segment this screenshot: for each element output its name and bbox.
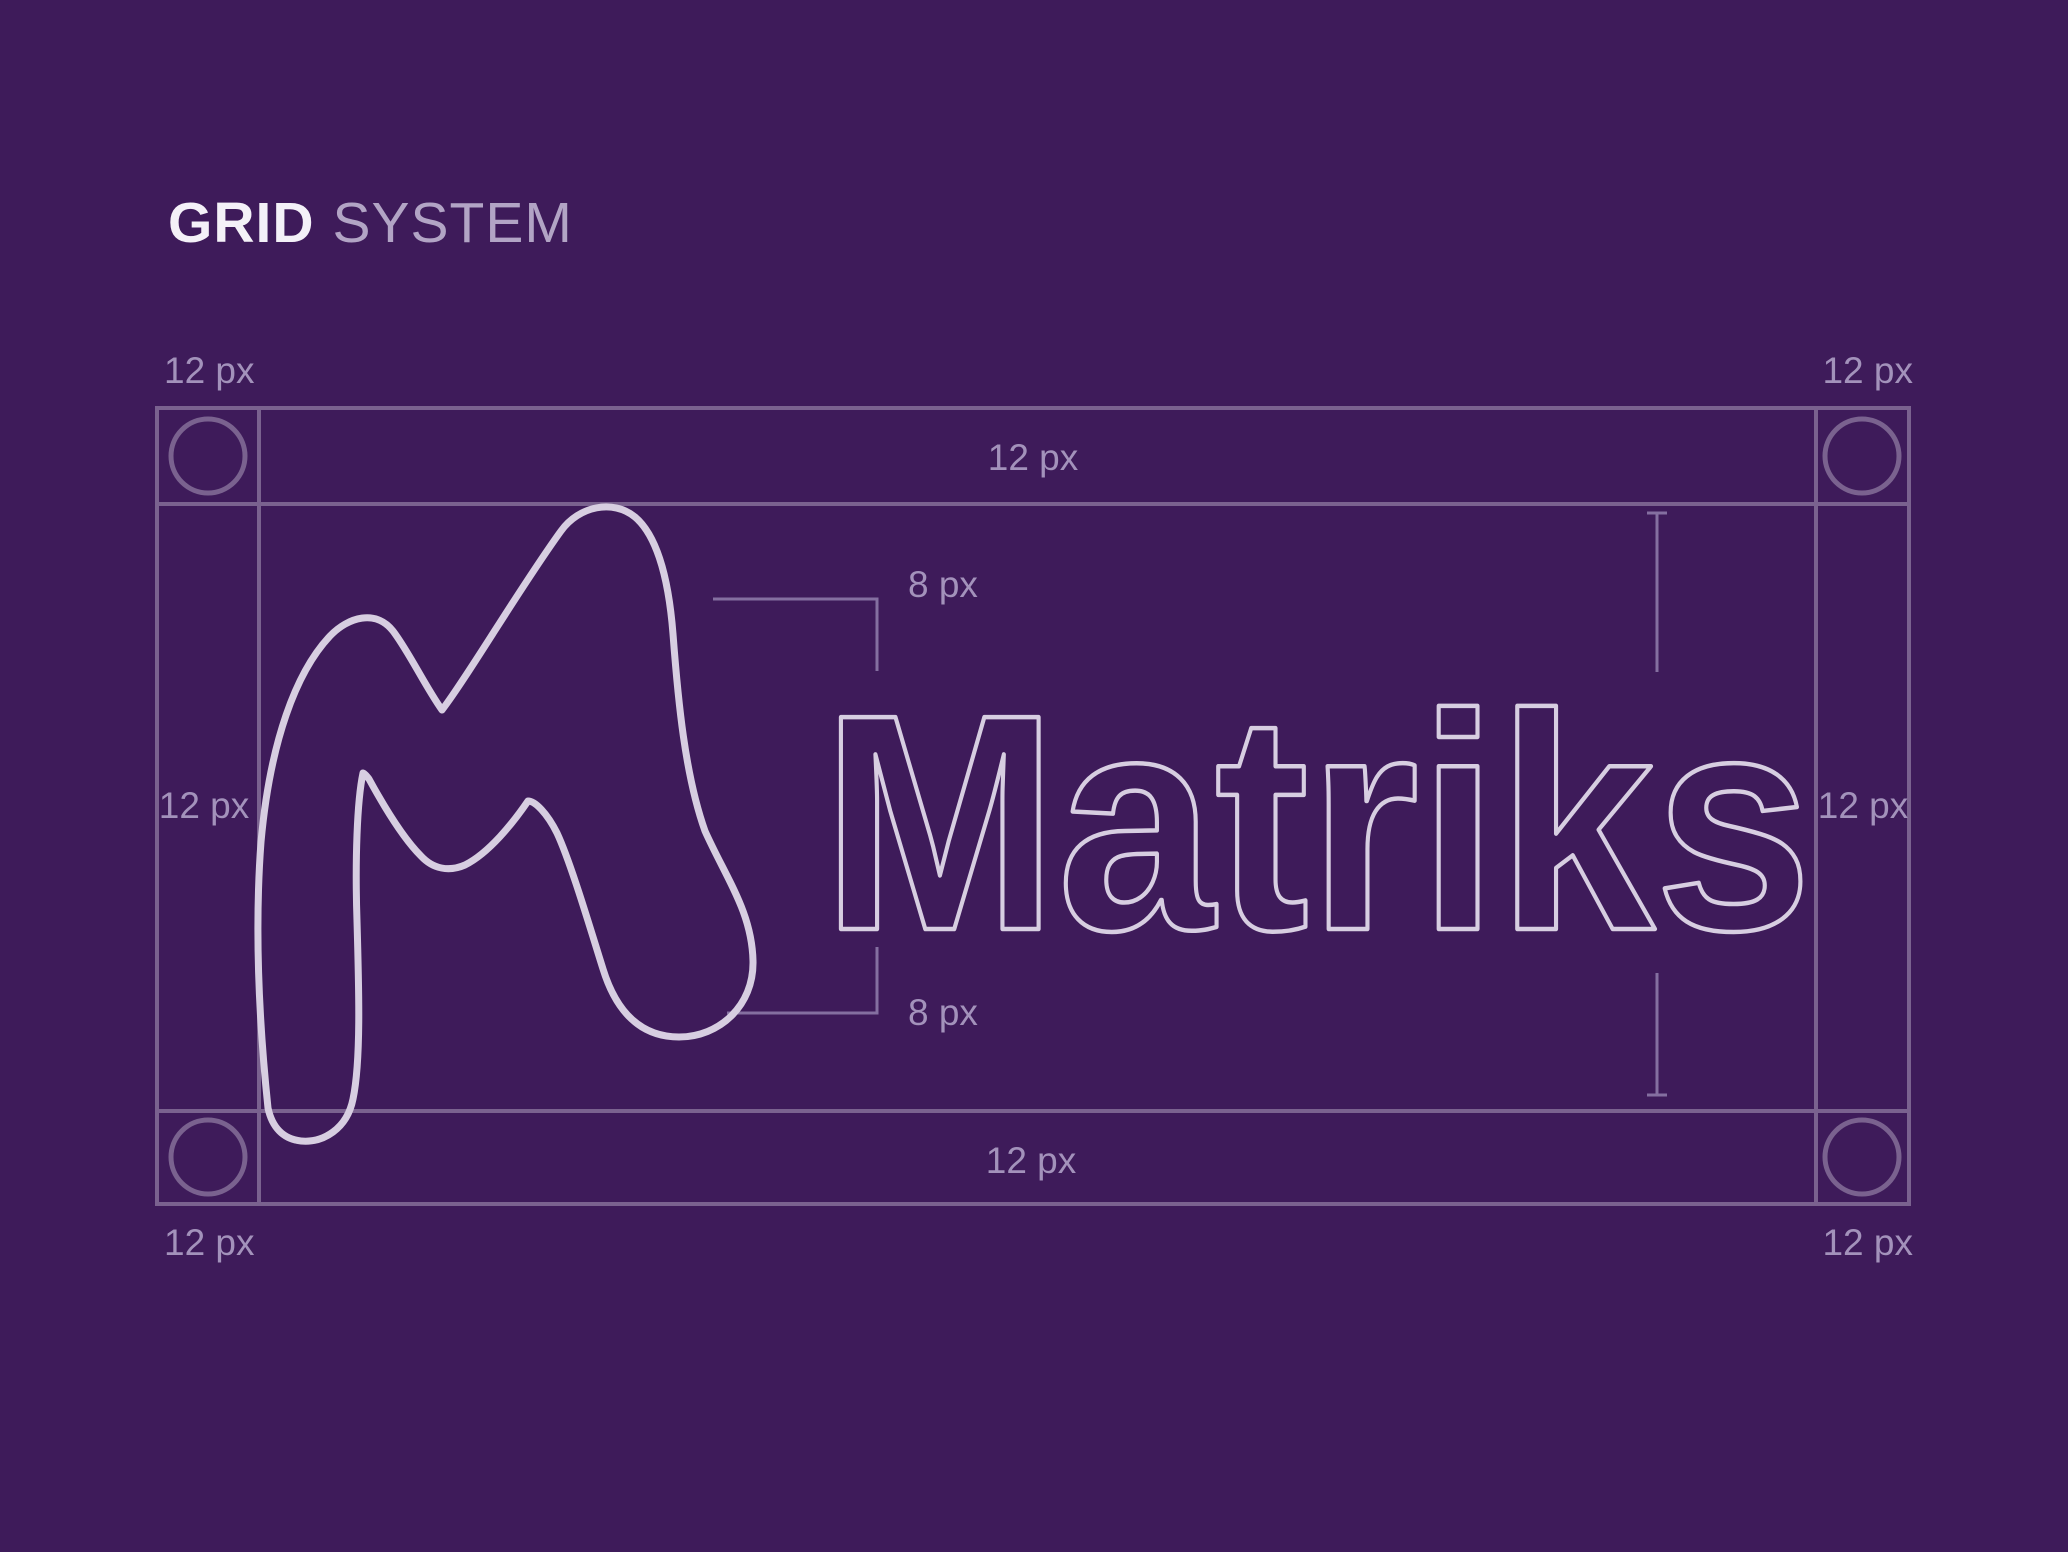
page-title-secondary: SYSTEM	[332, 191, 573, 256]
margin-label-top-right: 12 px	[1822, 350, 1913, 391]
corner-circle-top-left	[168, 416, 248, 496]
logo-wordmark: Matriks	[822, 651, 1812, 995]
height-dimension-line	[1647, 511, 1667, 1097]
corner-circle-bottom-right	[1822, 1117, 1902, 1197]
corner-circle-top-right	[1822, 416, 1902, 496]
margin-label-top-left: 12 px	[164, 350, 255, 391]
margin-label-bottom-left: 12 px	[164, 1222, 255, 1263]
corner-circle-bottom-left	[168, 1117, 248, 1197]
gap-bracket-bottom	[727, 947, 879, 1015]
margin-label-top-center: 12 px	[987, 437, 1079, 478]
gap-label-bottom: 8 px	[908, 992, 978, 1033]
margin-label-right: 12 px	[1817, 785, 1909, 826]
gap-label-top: 8 px	[908, 564, 978, 605]
gap-bracket-top	[713, 597, 879, 671]
matriks-m-logomark	[254, 503, 757, 1145]
grid-frame	[155, 406, 1911, 1206]
page-title-primary: GRID	[168, 191, 315, 256]
margin-label-bottom-right: 12 px	[1822, 1222, 1913, 1263]
margin-label-bottom-center: 12 px	[985, 1140, 1077, 1181]
margin-label-left: 12 px	[158, 785, 250, 826]
page-title: GRID SYSTEM	[168, 190, 573, 256]
